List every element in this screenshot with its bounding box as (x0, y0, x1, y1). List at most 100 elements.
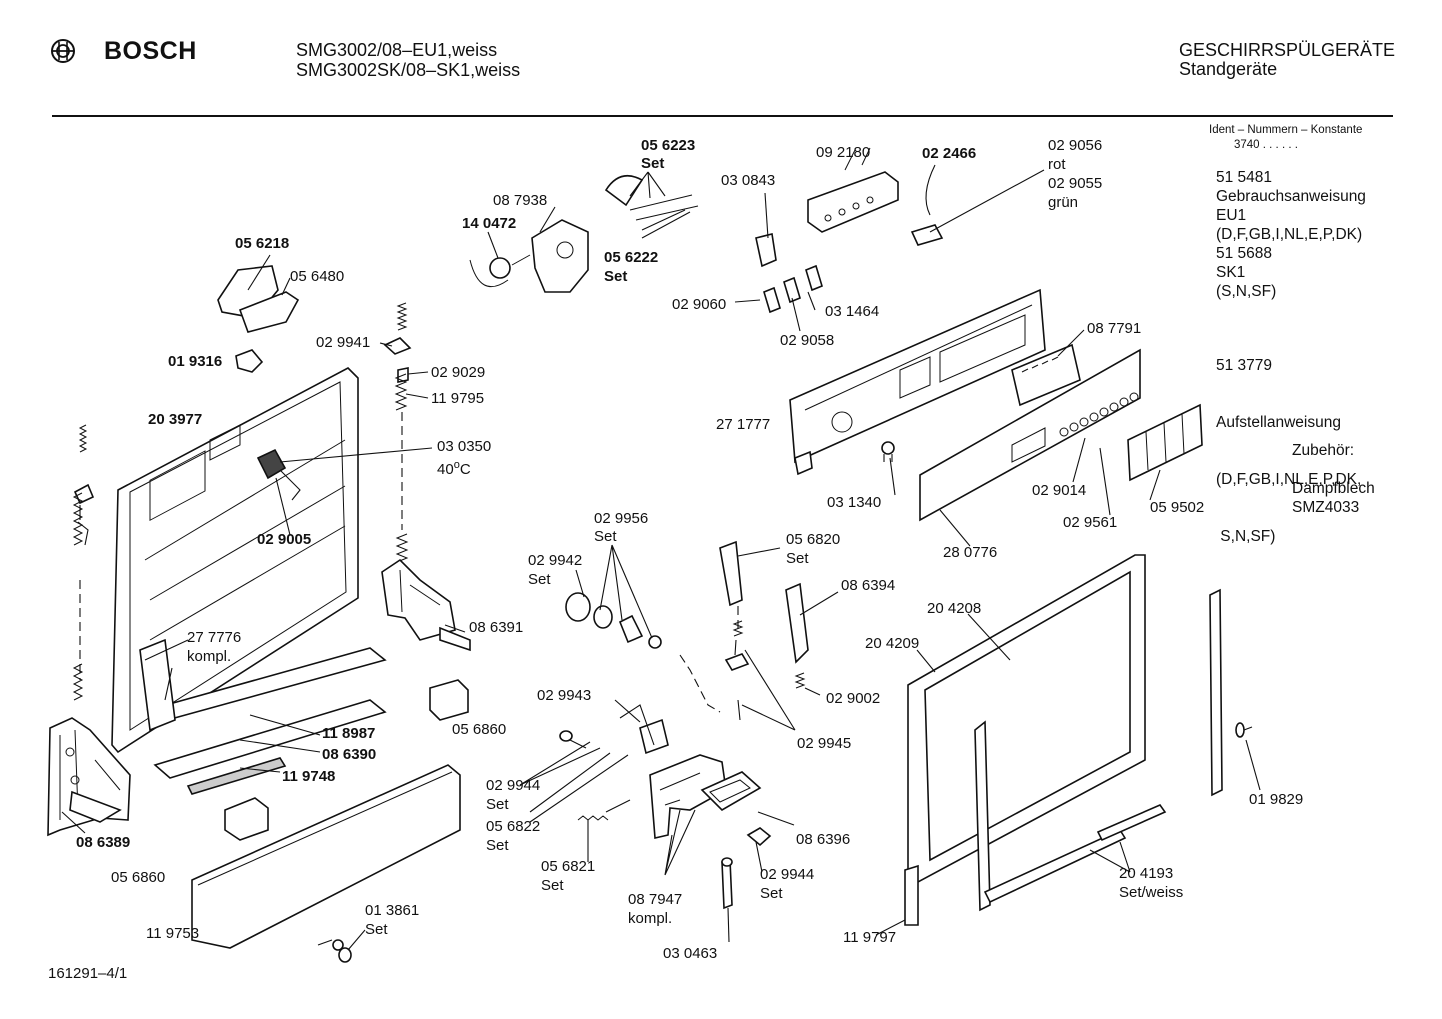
part-label: kompl. (187, 648, 232, 665)
accessory-line: SMZ4033 (1292, 499, 1360, 516)
doc-line: 51 3779 (1216, 357, 1273, 374)
part-label: 20 3977 (148, 411, 203, 428)
pin (721, 857, 733, 910)
plinth-panel (191, 764, 461, 949)
bosch-armature-icon (51, 39, 75, 63)
documents-list: 51 5481 Gebrauchsanweisung EU1 (D,F,GB,I… (1216, 168, 1366, 301)
part-label: Set (528, 571, 551, 588)
part-label: 02 9944 (760, 866, 815, 883)
doc-line: (D,F,GB,I,NL,E,P,DK, (1216, 471, 1362, 488)
part-label: Set/weiss (1119, 884, 1184, 901)
part-label: 02 9561 (1063, 514, 1118, 531)
part-label: 01 3861 (365, 902, 420, 919)
part-label: 27 1777 (716, 416, 771, 433)
brand-name: BOSCH (104, 37, 197, 65)
doc-line: 51 5688 (1216, 245, 1273, 262)
part-label: Set (486, 837, 509, 854)
bracket-springs (679, 540, 809, 721)
cam-switch-parts (604, 174, 699, 221)
part-label: 03 0843 (721, 172, 776, 189)
part-label: 05 6860 (111, 869, 166, 886)
part-label: 05 6820 (786, 531, 841, 548)
part-label: 08 6389 (76, 834, 131, 851)
part-label: 03 1464 (825, 303, 880, 320)
side-trims (974, 588, 1223, 912)
temperature-label: 40oC (437, 456, 471, 479)
part-label: 03 1340 (827, 494, 882, 511)
part-label: 02 9002 (826, 690, 881, 707)
part-label: 02 9956 (594, 510, 649, 527)
foam-blocks (224, 679, 469, 841)
part-label: 14 0472 (462, 215, 517, 232)
leader-lines (61, 169, 1261, 951)
part-label: 20 4193 (1119, 865, 1174, 882)
thermostat (256, 448, 301, 501)
door-inner-panel (111, 367, 359, 754)
part-label: 09 2180 (816, 144, 871, 161)
part-label: 05 6223 (641, 137, 696, 154)
display-panel (919, 348, 1141, 522)
model-line-2: SMG3002SK/08–SK1,weiss (296, 60, 521, 80)
part-label: 05 6821 (541, 858, 596, 875)
screw-cap (317, 939, 352, 963)
part-label: kompl. (628, 910, 673, 927)
part-label: 11 9795 (431, 390, 485, 407)
part-label: 03 0463 (663, 945, 718, 962)
category-line-2: Standgeräte (1179, 59, 1278, 79)
part-label: 02 9942 (528, 552, 583, 569)
part-label: 02 9060 (672, 296, 727, 313)
spring (577, 799, 631, 821)
push-buttons (1059, 392, 1139, 437)
ident-title: Ident – Nummern – Konstante (1209, 124, 1363, 136)
accessory-list: Dampfblech SMZ4033 (1292, 479, 1375, 517)
left-hinge (47, 717, 131, 837)
part-label: 05 6860 (452, 721, 507, 738)
control-panel-fascia (789, 288, 1046, 476)
door-lock-assembly (619, 704, 727, 839)
accessory-line: Dampfblech (1292, 480, 1375, 497)
doc-line: (D,F,GB,I,NL,E,P,DK) (1216, 226, 1363, 243)
part-label: 05 9502 (1150, 499, 1205, 516)
part-label: Set (541, 877, 564, 894)
doc-line: (S,N,SF) (1216, 283, 1277, 300)
part-label: 11 9753 (146, 925, 200, 942)
part-label: 20 4208 (927, 600, 982, 617)
part-label: 11 9748 (282, 768, 336, 785)
lock-catch-assembly (217, 265, 300, 373)
part-label: Set (365, 921, 388, 938)
part-label: 08 6396 (796, 831, 851, 848)
switch-block (1011, 343, 1081, 407)
bushings (565, 592, 662, 649)
part-label: Set (604, 268, 628, 285)
part-label: 03 0350 (437, 438, 492, 455)
part-label: 20 4209 (865, 635, 920, 652)
part-label: 05 6218 (235, 235, 290, 252)
part-label: 02 9005 (257, 531, 312, 548)
part-label: 02 9945 (797, 735, 852, 752)
part-label: 08 7791 (1087, 320, 1142, 337)
lock-frame-seal (700, 771, 762, 812)
part-label: 11 8987 (322, 725, 376, 742)
part-label: 08 7947 (628, 891, 683, 908)
header-divider (52, 115, 1393, 117)
temp-value: 40 (437, 461, 454, 478)
part-label: 08 6391 (469, 619, 524, 636)
door-lower-trim (139, 638, 387, 795)
part-label: 02 9944 (486, 777, 541, 794)
part-label: 11 9797 (843, 929, 897, 946)
knob (881, 441, 895, 462)
timer-unit (469, 219, 589, 293)
doc-line: S,N,SF) (1216, 528, 1276, 545)
category-line-1: GESCHIRRSPÜLGERÄTE (1179, 40, 1396, 60)
part-label: 08 7938 (493, 192, 548, 209)
part-label: rot (1048, 156, 1066, 173)
part-label: 27 7776 (187, 629, 242, 646)
lamp-cable (910, 164, 944, 246)
part-label: 08 6394 (841, 577, 896, 594)
part-label: 28 0776 (943, 544, 998, 561)
ident-value: 3740 . . . . . . (1234, 139, 1298, 151)
part-label: 02 9058 (780, 332, 835, 349)
right-hinge (381, 558, 471, 652)
documents-list-2: 51 3779 Aufstellanweisung (D,F,GB,I,NL,E… (1216, 318, 1361, 565)
part-label: Set (786, 550, 809, 567)
